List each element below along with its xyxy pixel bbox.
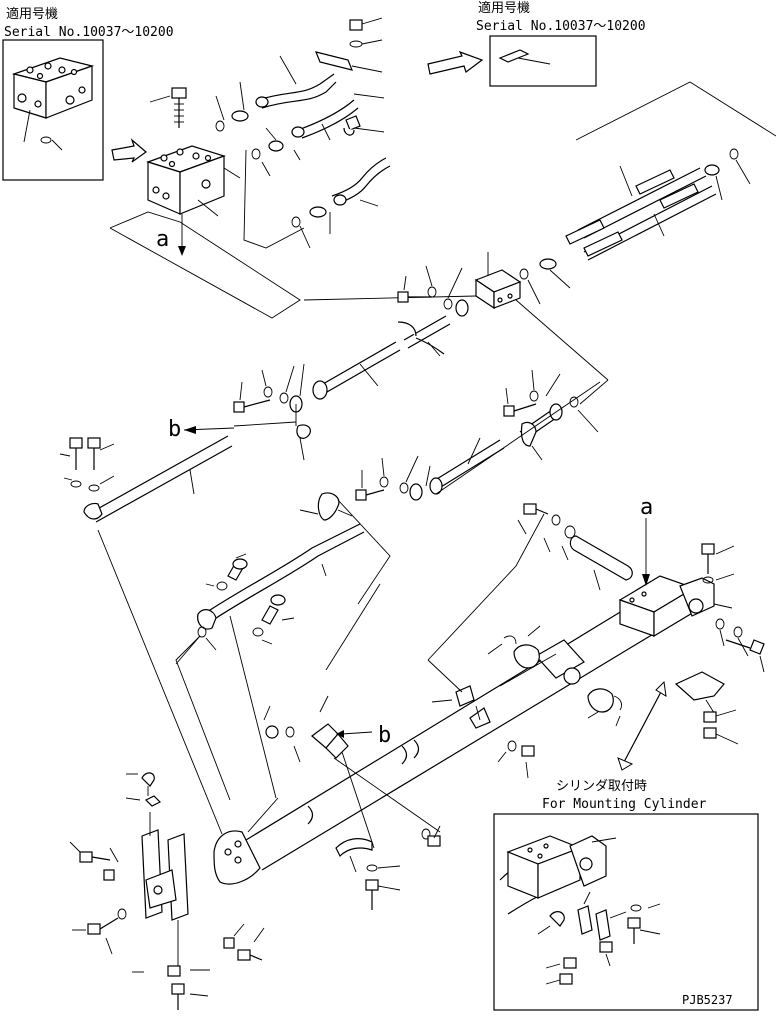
inset-top-left: 適用号機 Serial No.10037～10200 xyxy=(2,6,174,181)
hose-assembly-right xyxy=(519,148,739,280)
inset-bottom-right: シリンダ取付時 For Mounting Cylinder xyxy=(493,779,759,1011)
arrow-right-icon xyxy=(427,50,484,75)
bolts-lower-left xyxy=(197,553,295,651)
view-marker-a-top: a xyxy=(156,227,169,252)
view-marker-a-right: a xyxy=(640,495,653,520)
leader-lines-top xyxy=(197,17,385,249)
inset-bottom-right-frame xyxy=(493,813,759,1011)
tube-long-left xyxy=(83,435,233,523)
hose-assembly-upper xyxy=(257,73,391,205)
tube-lower-curved xyxy=(197,492,365,630)
manifold-block xyxy=(474,269,522,310)
pin-parts xyxy=(487,535,633,727)
bolts-far-right xyxy=(701,543,765,673)
inset-top-left-serial: Serial No.10037～10200 xyxy=(4,25,174,40)
bolts-left xyxy=(59,437,115,492)
inset-top-left-frame xyxy=(2,39,104,181)
plate-far-right xyxy=(674,671,725,717)
bolt-washer-mid-right xyxy=(503,369,599,433)
arrow-left-b-icon xyxy=(184,426,196,434)
cylinder-mount-inset-icon xyxy=(499,835,607,915)
bracket-upper-mid xyxy=(427,513,545,729)
tube-middle xyxy=(429,403,563,495)
tube-upper xyxy=(312,315,451,400)
bolt-icon xyxy=(171,87,187,128)
clamp-bracket-mid xyxy=(263,695,441,849)
valve-block xyxy=(146,145,226,215)
o-ring-inset-icon xyxy=(40,136,52,144)
nuts-far-right xyxy=(703,709,739,745)
arrow-left-b2-icon xyxy=(336,730,344,738)
arrow-left-hollow-icon xyxy=(111,138,147,163)
bolt-washer-mid xyxy=(355,455,431,501)
mount-bracket-lower-left xyxy=(125,772,189,921)
arrow-down-a-icon xyxy=(642,574,650,586)
main-cylinder xyxy=(213,575,715,885)
leader-lines-right xyxy=(527,159,751,305)
inset-top-right: 適用号機 Serial No.10037～10200 xyxy=(427,0,646,87)
view-marker-b-left: b xyxy=(168,417,181,442)
bolts-lower-left-bracket xyxy=(69,841,265,1010)
drawing-code: PJB5237 xyxy=(682,993,733,1007)
inset-top-right-title: 適用号機 xyxy=(478,0,530,16)
plate-inset-icon xyxy=(498,49,530,63)
clamp-lower-mid xyxy=(335,825,441,910)
inset-bottom-right-title-en: For Mounting Cylinder xyxy=(542,797,707,812)
arrow-down-icon xyxy=(178,246,186,256)
bolt-washer-mid-upper xyxy=(397,265,469,317)
bolt-washer-tube-upper xyxy=(233,363,311,461)
inset-top-left-title: 適用号機 xyxy=(6,6,58,22)
double-arrow-icon xyxy=(623,689,663,763)
inset-top-right-frame xyxy=(489,35,597,87)
bolts-right xyxy=(517,503,576,561)
inset-top-right-serial: Serial No.10037～10200 xyxy=(476,19,646,34)
mount-parts-inset xyxy=(537,891,661,985)
nut-washer-mid xyxy=(497,740,535,779)
fittings-upper xyxy=(215,96,347,228)
clamp-plate-top xyxy=(315,19,363,71)
assembly-guide-lines xyxy=(97,381,601,835)
valve-block-inset-icon xyxy=(11,57,95,119)
inset-bottom-right-title-jp: シリンダ取付時 xyxy=(556,779,647,794)
view-marker-b-mid: b xyxy=(378,723,391,748)
